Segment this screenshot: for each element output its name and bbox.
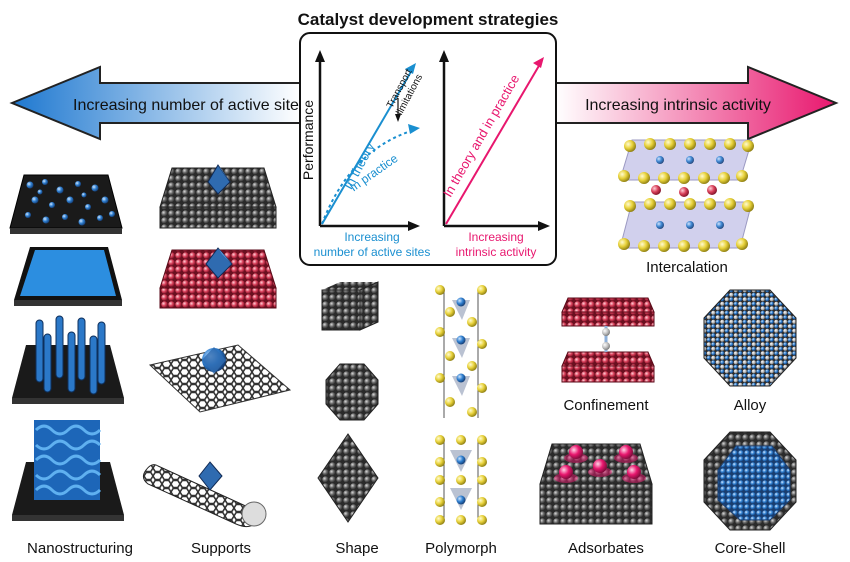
label-confinement: Confinement [563, 397, 649, 414]
label-core-shell: Core-Shell [715, 540, 786, 557]
label-shape: Shape [335, 540, 378, 557]
polymorph-illustrations [435, 285, 487, 525]
core-shell-illustration [703, 431, 797, 531]
label-adsorbates: Adsorbates [568, 540, 644, 557]
label-nanostructuring: Nanostructuring [27, 540, 133, 557]
alloy-illustration [703, 289, 797, 387]
performance-axis-label: Performance [300, 100, 316, 180]
right-arrow [555, 65, 839, 141]
left-x-axis-label-1: Increasing [344, 230, 399, 244]
right-arrow-label: Increasing intrinsic activity [585, 97, 771, 114]
nanostructuring-illustrations [9, 174, 124, 521]
left-x-axis-label-2: number of active sites [314, 245, 431, 259]
supports-illustrations [142, 164, 292, 528]
right-x-axis-label-2: intrinsic activity [456, 245, 537, 259]
label-alloy: Alloy [734, 397, 767, 414]
right-x-axis-label-1: Increasing [468, 230, 523, 244]
label-intercalation: Intercalation [646, 259, 728, 276]
confinement-illustration [561, 297, 655, 383]
theory-practice-line [445, 63, 541, 225]
adsorbates-illustration [539, 443, 653, 525]
diagram-title: Catalyst development strategies [298, 10, 559, 29]
shape-illustrations [317, 281, 379, 523]
practice-curve [321, 129, 415, 225]
label-supports: Supports [191, 540, 251, 557]
plots-panel [299, 32, 557, 266]
theory-line [321, 69, 413, 225]
left-arrow-label: Increasing number of active sites [73, 97, 307, 114]
intercalation-illustration [618, 138, 754, 252]
label-polymorph: Polymorph [425, 540, 497, 557]
